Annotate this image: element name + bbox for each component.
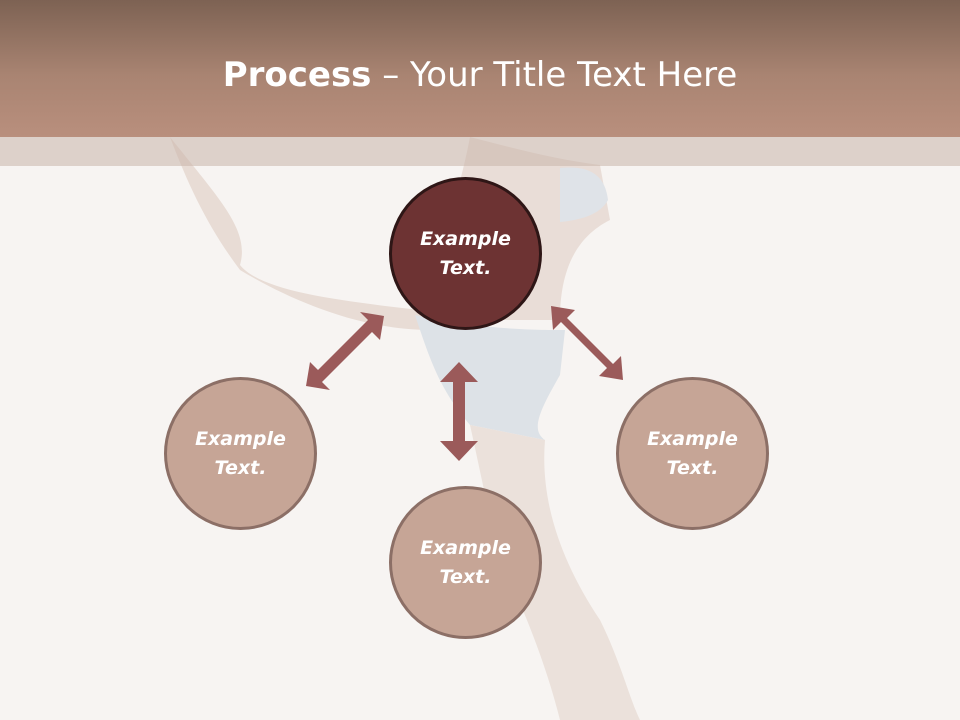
left-node: Example Text. (164, 377, 317, 530)
slide-title-bold: Process (222, 55, 372, 95)
arrow-to-bottom-node (440, 362, 478, 461)
center-node-label: Example Text. (420, 227, 511, 279)
title-bar (0, 0, 960, 137)
center-node: Example Text. (389, 177, 542, 330)
title-bar-strip (0, 137, 960, 166)
bottom-node: Example Text. (389, 486, 542, 639)
arrow-to-right-node (551, 306, 623, 380)
slide-title: Process – Your Title Text Here (0, 52, 960, 98)
arrow-to-left-node (306, 312, 384, 390)
slide-title-rest: – Your Title Text Here (371, 55, 738, 95)
bottom-node-label: Example Text. (420, 536, 511, 588)
right-node: Example Text. (616, 377, 769, 530)
left-node-label: Example Text. (195, 427, 286, 479)
right-node-label: Example Text. (647, 427, 738, 479)
